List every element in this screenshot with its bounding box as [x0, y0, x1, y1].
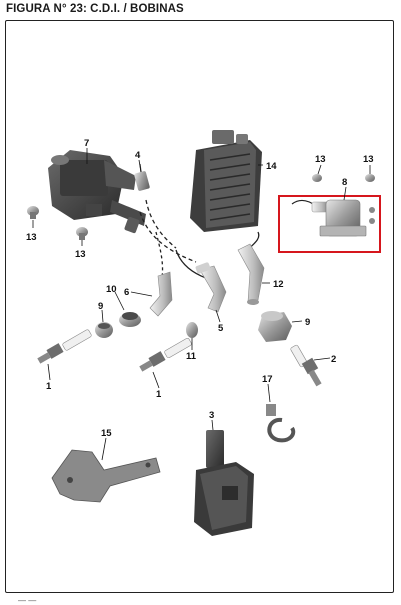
callout-10: 10 [106, 284, 117, 295]
spark-plug-cap-5 [195, 262, 227, 313]
ignition-coil-assembly [48, 150, 146, 234]
callout-2: 2 [331, 354, 336, 365]
plug-boot-right [258, 311, 292, 342]
mounting-bracket [51, 449, 161, 503]
footer-fragment: — — [18, 596, 37, 605]
callout-labels: 7 4 13 13 14 13 13 8 12 9 2 6 10 9 5 11 … [26, 138, 374, 439]
leader-lines [32, 148, 371, 461]
callout-4: 4 [135, 150, 141, 161]
callout-13-left-upper: 13 [26, 232, 37, 243]
callout-3: 3 [209, 410, 214, 421]
ignition-wires [139, 199, 207, 279]
callout-8: 8 [342, 177, 347, 188]
spark-plug-right [290, 344, 322, 387]
callout-14: 14 [266, 161, 277, 172]
spark-plug-cap-right [237, 231, 265, 305]
callout-13-left-lower: 13 [75, 249, 86, 260]
spark-plug-1-middle [139, 337, 192, 372]
diagram-frame [5, 20, 394, 593]
voltage-regulator [194, 430, 254, 536]
bolt-left-upper [27, 206, 39, 219]
figure-title: FIGURA N° 23: C.D.I. / BOBINAS [6, 3, 184, 15]
highlight-box [278, 195, 381, 253]
callout-9-right: 9 [305, 317, 310, 328]
bolt-right-a [312, 174, 322, 182]
spark-plug-1-left [37, 329, 92, 364]
callout-17: 17 [262, 374, 273, 385]
callout-12: 12 [273, 279, 284, 290]
callout-6: 6 [124, 287, 129, 298]
callout-1-middle: 1 [156, 389, 162, 400]
callout-5: 5 [218, 323, 224, 334]
wire-clamp [266, 404, 296, 443]
cdi-unit [190, 130, 262, 232]
callout-11: 11 [186, 351, 197, 362]
callout-7: 7 [84, 138, 89, 149]
bolt-left-lower [76, 227, 88, 240]
callout-1-left: 1 [46, 381, 52, 392]
bolt-right-b [365, 174, 375, 182]
callout-15: 15 [101, 428, 112, 439]
terminal-cap [134, 163, 150, 191]
plug-boot-9-left [95, 322, 113, 338]
plug-boot-10 [119, 312, 141, 327]
plug-boot-11 [186, 322, 198, 338]
callout-13-right-b: 13 [363, 154, 374, 165]
callout-13-right-a: 13 [315, 154, 326, 165]
callout-9-left: 9 [98, 301, 103, 312]
spark-plug-cap-6 [149, 271, 173, 317]
ignition-coil-8 [291, 199, 375, 237]
